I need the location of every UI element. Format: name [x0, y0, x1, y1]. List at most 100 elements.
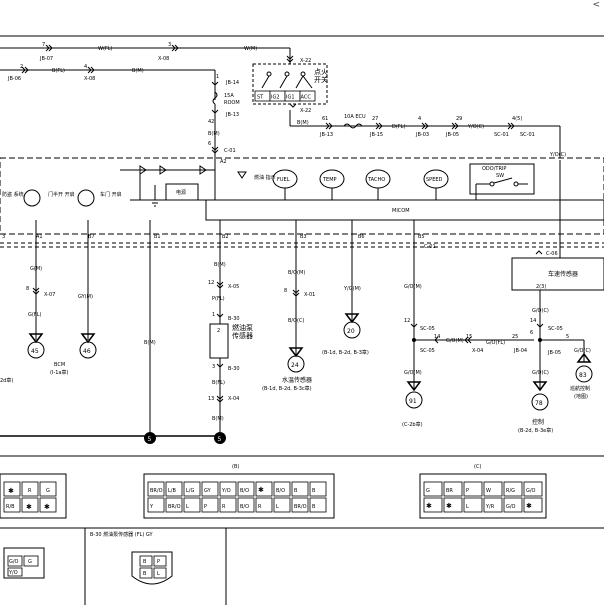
pin-cell: L	[186, 504, 189, 510]
odo-trip-sw: SW	[496, 173, 504, 179]
connector-label: B-30	[228, 316, 240, 322]
bcm-ref: (I-1a章)	[50, 369, 68, 376]
pin-label: 4	[418, 116, 421, 122]
pin-cell: R	[28, 488, 32, 494]
wire-label: Y/O(C)	[467, 124, 484, 130]
pin-label: 12	[208, 280, 214, 286]
pin-cell-box	[291, 497, 309, 513]
fuel-sender-name-2: 传感器	[232, 331, 253, 340]
connector-label: SC-01	[494, 132, 509, 138]
connector-b30: B-30 燃油泵传感器 (FL) GY B P B L	[90, 531, 173, 585]
pin-cell: L/G	[186, 488, 194, 494]
connector-face-a: ✱ R G R/B ✱ ✱	[0, 473, 67, 519]
pin-cell: L	[276, 504, 279, 510]
pin-label: 2	[20, 64, 23, 70]
pin-cell: L	[466, 504, 469, 510]
pin-label: 25	[512, 334, 518, 340]
pin-cell: GY	[204, 488, 212, 494]
pin-cell: L/B	[168, 488, 176, 494]
wire-label: W(M)	[244, 46, 257, 52]
connector-label: X-04	[472, 348, 483, 354]
cluster-pin: B5	[418, 234, 425, 240]
connector-label: SC-05	[420, 326, 435, 332]
pin-cell-box	[255, 481, 273, 497]
cruise-label: 巡航控制	[570, 385, 590, 392]
pin-cell-box	[273, 497, 291, 513]
pin-cell: Y	[149, 504, 154, 510]
pin-cell: G	[46, 488, 50, 494]
pin-cell: G	[426, 488, 430, 494]
lamp-label-1: 防盗 系统	[2, 191, 24, 198]
control-label: 控制	[532, 418, 544, 426]
ground-number: 5	[148, 436, 152, 443]
connector-label: B-30	[228, 366, 240, 372]
wire-label: P(FL)	[212, 296, 225, 302]
lamp-label-3: 车门 开启	[100, 191, 122, 198]
pin-label: 2	[217, 328, 220, 334]
ground-bus: 5 5	[0, 432, 226, 444]
vss-branch: C-06 车速传感器 2(3) G/O(C) 14 SC-05 6 G/O(FL…	[486, 160, 604, 434]
pin-label: 1	[216, 74, 219, 80]
wire-label: W(FL)	[98, 46, 113, 52]
connector-label: JB-14	[225, 80, 239, 86]
wire-label: GY(M)	[78, 294, 93, 300]
pin-label: 13	[208, 396, 214, 402]
tacho-branch: Y/G(M) 20 (B-1d, B-2d, B-3章)	[322, 220, 369, 356]
connector-label: JB-06	[7, 76, 21, 82]
power-box: 电源	[176, 189, 186, 196]
pin-label: 14	[434, 334, 440, 340]
connector-label: X-22	[300, 58, 311, 64]
ignition-title-2: 开关	[314, 75, 328, 84]
pin-cell: R/B	[6, 504, 15, 510]
cluster-pin: B1	[154, 234, 161, 240]
fuse-amp: 15A	[224, 93, 234, 99]
speed-branch: G/O(M) 12 SC-05 14 SC-05 G/O(M) 15 X-04 …	[402, 220, 534, 428]
wire-label: Y/O(C)	[549, 152, 566, 158]
pin-cell-box	[503, 497, 523, 513]
wire-label: G/O(C)	[532, 308, 549, 314]
pin-label: 7	[42, 42, 45, 48]
cluster-pin: A1	[36, 234, 43, 240]
connector-label: SC-05	[420, 348, 435, 354]
connector-label: JB-15	[369, 132, 383, 138]
pin-cell-box	[273, 481, 291, 497]
micom-label: MICOM	[392, 208, 410, 214]
wire-label: D(FL)	[392, 124, 405, 130]
cluster-pin: B2	[222, 234, 229, 240]
pin-label: 15	[466, 334, 472, 340]
pin-label: 6	[530, 330, 533, 336]
pin-cell: B/O	[276, 488, 285, 494]
pin-cell: ✱	[426, 502, 432, 510]
fuse-name: ROOM	[224, 100, 240, 106]
bcm-label: BCM	[54, 362, 65, 368]
pin-cell-box	[523, 481, 543, 497]
pin-cell-box	[165, 497, 183, 513]
pin-cell-box	[237, 481, 255, 497]
wire-label: G/O(M)	[446, 338, 464, 344]
pin-cell: Y/O	[221, 488, 231, 494]
fuel-sender-name: 燃油泵	[232, 323, 253, 332]
connector-label: C-01	[224, 148, 236, 154]
wire-label: B(M)	[212, 416, 224, 422]
pin-label: 8	[26, 286, 29, 292]
pin-cell-box	[219, 497, 237, 513]
pin-label: 4(5)	[512, 116, 522, 122]
pin-cell-box	[147, 497, 165, 513]
pin-cell-box	[523, 497, 543, 513]
gauge-temp: TEMP	[322, 177, 337, 183]
wire-label: G/O(C)	[532, 370, 549, 376]
wire-label: B(FL)	[52, 68, 65, 74]
connector-number-46: 46	[83, 348, 91, 355]
tacho-ref: (B-1d, B-2d, B-3章)	[322, 349, 369, 356]
pin-cell: BR/O	[168, 504, 181, 510]
pin-cell-box	[423, 497, 443, 513]
pin-cell: G/O	[526, 488, 536, 494]
pin-cell: ✱	[26, 503, 32, 511]
connector-label: JB-13	[319, 132, 333, 138]
temp-sender-name: 水温传感器	[282, 376, 312, 384]
cluster-pin: B3	[300, 234, 307, 240]
wire-label: G(M)	[30, 266, 42, 272]
connector-label: JB-07	[39, 56, 53, 62]
